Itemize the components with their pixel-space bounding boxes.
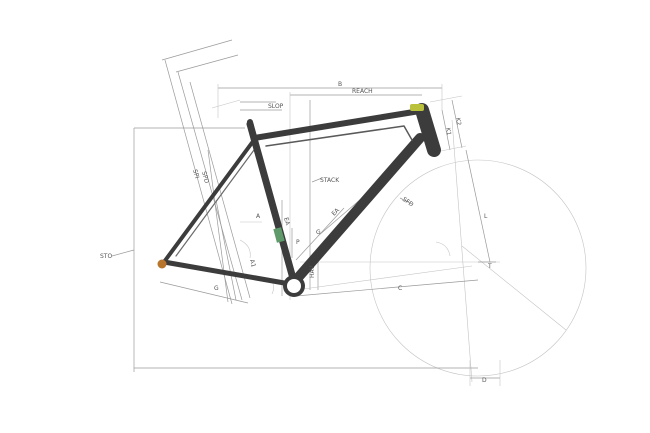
label-ea-seat: EA — [282, 217, 291, 227]
label-l: L — [484, 213, 488, 220]
seatpost-ext-line — [211, 99, 241, 109]
spi-top-cap — [175, 54, 239, 73]
down-tube — [291, 133, 425, 285]
c-lower-line — [295, 265, 473, 291]
g-chainstay-line — [159, 281, 249, 304]
label-g-down: G — [316, 229, 321, 236]
spd-outer-line — [164, 59, 233, 305]
bottom-bracket-inner — [287, 279, 301, 293]
seat-tube — [246, 120, 298, 286]
label-sfd: SFD — [401, 196, 415, 209]
spd-top-cap — [161, 39, 233, 61]
label-a-seat: A — [256, 213, 261, 220]
head-angle-arc — [435, 241, 451, 257]
label-d: D — [482, 377, 487, 384]
label-k1: K1 — [444, 127, 452, 136]
chainstay-tube — [161, 259, 293, 287]
ea-down-line — [317, 197, 363, 237]
front-wheel-circle — [369, 159, 587, 377]
sto-label-leader — [111, 249, 135, 257]
seat-tube-top — [247, 119, 257, 143]
label-k2: K2 — [454, 117, 462, 126]
c-dimension-line — [295, 279, 479, 297]
label-ea-down: EA — [330, 206, 341, 217]
label-slop: SLOP — [268, 103, 284, 110]
seat-angle-arc — [239, 239, 251, 259]
label-c: C — [398, 285, 402, 292]
a1-dimension-line — [215, 199, 237, 301]
label-hav: HAV — [309, 265, 316, 278]
k2-line — [451, 99, 463, 149]
wheel-diagonal-line — [461, 245, 567, 331]
label-sto: STO — [100, 253, 112, 260]
label-spi: SPI — [191, 169, 200, 180]
top-tube — [251, 107, 429, 141]
label-spd: SPD — [200, 171, 210, 185]
frame-inner-edge — [265, 125, 413, 147]
k1-line — [441, 109, 451, 151]
label-p: P — [296, 239, 300, 246]
seatstay-inner — [175, 149, 255, 257]
label-t: T — [487, 263, 492, 270]
stack-leader — [311, 177, 323, 183]
label-a1: A1 — [248, 259, 257, 269]
label-stack: STACK — [320, 177, 340, 184]
head-tube — [415, 103, 441, 157]
seatstay-tube — [162, 138, 256, 264]
label-reach: REACH — [352, 88, 373, 95]
fork-axis-line — [451, 119, 473, 383]
k-top-cap — [429, 95, 463, 103]
spi-line — [189, 81, 251, 299]
headset-cap — [410, 104, 424, 111]
l-dimension-line — [465, 149, 491, 263]
sfd-leader — [399, 197, 413, 205]
rear-dropout — [157, 259, 167, 269]
spd-inner-line — [177, 71, 243, 301]
seat-tube-accent — [273, 227, 285, 243]
a-dimension-line — [207, 149, 229, 303]
k-bottom-cap — [435, 145, 467, 153]
label-g-chainstay: G — [214, 285, 219, 292]
label-b: B — [338, 81, 342, 88]
